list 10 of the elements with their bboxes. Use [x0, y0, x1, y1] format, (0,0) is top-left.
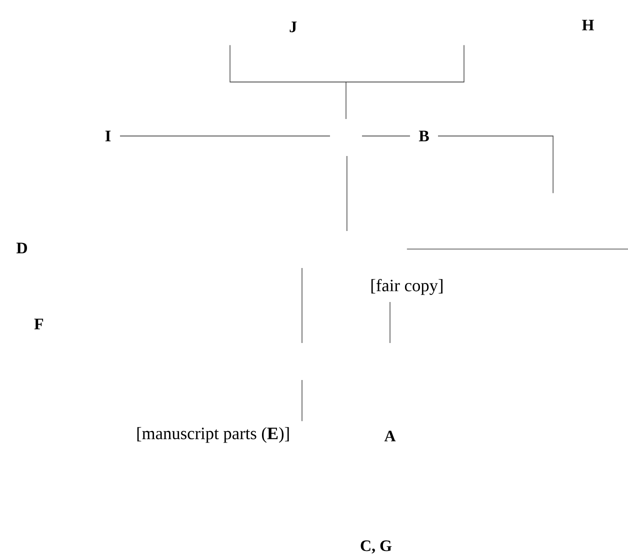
siglum: C, G [360, 540, 392, 554]
note: [manuscript parts (E)] [137, 427, 289, 443]
siglum: D [16, 242, 27, 254]
siglum: H [582, 20, 594, 30]
siglum: F [34, 318, 44, 330]
note: [fair copy] [371, 279, 442, 295]
siglum: B [418, 130, 429, 142]
siglum: A [384, 430, 396, 442]
siglum: I [105, 130, 111, 142]
siglum: J [290, 22, 297, 32]
